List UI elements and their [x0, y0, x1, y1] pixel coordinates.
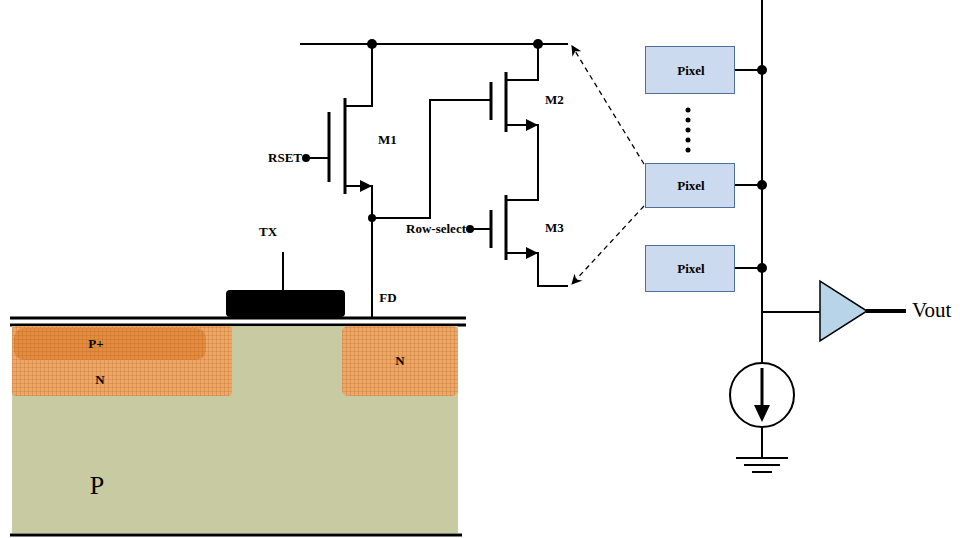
- signal-name: Row-select: [406, 222, 466, 236]
- gate-terminal: [282, 252, 284, 291]
- amplifier-symbol: [820, 281, 867, 341]
- transistor-name: M1: [378, 133, 397, 147]
- floating-diffusion-region: N: [342, 326, 458, 396]
- p-substrate: P N P+ N: [12, 326, 458, 533]
- source-arrows: [360, 119, 538, 259]
- region-label: N: [395, 353, 404, 369]
- p-plus-region: P+: [14, 328, 206, 360]
- output-name: Vout: [912, 299, 951, 322]
- signal-name: RSET: [268, 151, 302, 165]
- substrate-bottom: [10, 534, 462, 537]
- transistor-name: M2: [545, 93, 564, 107]
- region-label: Pixel: [677, 178, 704, 194]
- region-label: P: [90, 471, 104, 501]
- region-label: Pixel: [677, 63, 704, 79]
- pixel-box: Pixel: [645, 245, 735, 292]
- zoom-arrows: [572, 46, 644, 284]
- transistor-name: M3: [545, 221, 564, 235]
- region-label: P+: [88, 336, 103, 352]
- region-label: Pixel: [677, 261, 704, 277]
- pixel-box: Pixel: [645, 46, 735, 94]
- region-label: N: [95, 372, 104, 388]
- oxide-surface: [10, 318, 466, 325]
- node-name: FD: [379, 291, 396, 305]
- current-source-symbol: [730, 363, 794, 427]
- junction-dots: [302, 39, 767, 273]
- pixel-box: Pixel: [645, 163, 735, 208]
- signal-name: TX: [259, 225, 277, 239]
- n-well-region: N P+: [12, 326, 232, 396]
- transfer-gate: [226, 290, 345, 317]
